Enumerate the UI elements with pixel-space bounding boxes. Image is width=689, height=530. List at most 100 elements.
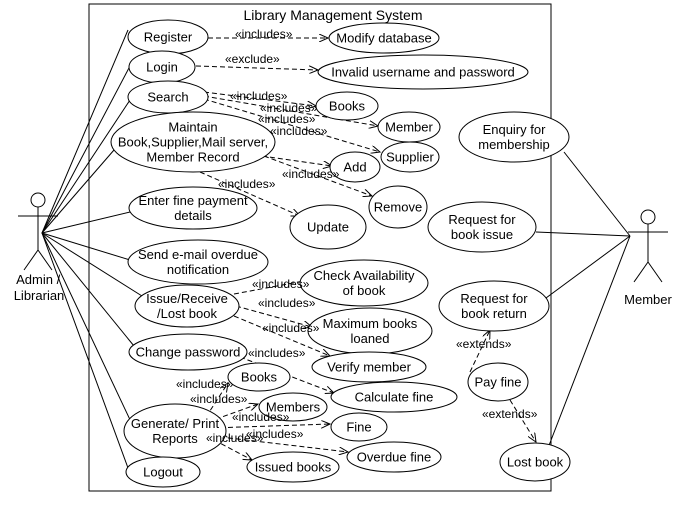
dependency-line [203, 95, 378, 126]
use-case-label: Generate/ Print [131, 416, 220, 431]
admin-actor-right-leg [37, 249, 53, 271]
use-case-label: Request for [460, 291, 528, 306]
use-case-label: Member [385, 120, 433, 135]
use-case-label: Add [343, 160, 366, 175]
use-case-label: Maintain [168, 120, 217, 135]
use-case-ellipse [128, 186, 258, 230]
relation-label-includes: «includes» [176, 377, 234, 391]
use-case-label: Logout [143, 465, 183, 480]
use-case-label: Verify member [327, 360, 411, 375]
use-case-label: loaned [350, 331, 389, 346]
relation-label-includes: «includes» [270, 124, 328, 138]
use-case-label: Member Record [146, 150, 239, 165]
use-case-ellipse [329, 151, 381, 183]
use-case-label: Send e-mail overdue [138, 247, 258, 262]
admin-actor-label: Admin / Librarian [14, 272, 65, 303]
use-case-label: of book [343, 283, 386, 298]
use-case-ellipse [110, 111, 276, 173]
use-case-overdue-fine: Overdue fine [346, 441, 442, 473]
use-case-books-report: Books [227, 362, 291, 392]
use-case-label: details [174, 208, 212, 223]
dependency-line [235, 305, 312, 327]
use-case-ellipse [134, 284, 240, 328]
use-case-ellipse [289, 204, 367, 250]
member-actor-head [640, 209, 656, 225]
admin-actor-label-line: Librarian [14, 288, 65, 303]
association-line [41, 99, 131, 234]
relation-label-extends: «extends» [456, 337, 512, 351]
relation-label-includes: «includes» [262, 321, 320, 335]
use-case-label: Books [241, 370, 278, 385]
use-case-label: Update [307, 220, 349, 235]
relation-label-includes: «includes» [246, 427, 304, 441]
use-case-label: Enquiry for [483, 122, 547, 137]
association-line [41, 232, 131, 261]
admin-actor [18, 192, 58, 271]
use-case-issue-receive: Issue/Receive/Lost book [134, 284, 240, 328]
admin-actor-head [30, 192, 46, 208]
use-case-ellipse [368, 185, 428, 229]
use-case-label: Book,Supplier,Mail server, [118, 135, 268, 150]
use-case-label: Fine [346, 420, 371, 435]
use-case-label: book issue [451, 227, 513, 242]
dependency-line [261, 155, 332, 166]
dependency-line [199, 171, 300, 216]
use-case-label: Enter fine payment [138, 193, 248, 208]
use-case-issued-books: Issued books [246, 451, 340, 483]
use-case-verify-member: Verify member [311, 351, 427, 383]
use-case-calculate-fine: Calculate fine [330, 381, 458, 413]
relation-label-includes: «includes» [235, 27, 293, 41]
dependency-line [205, 383, 228, 418]
relation-label-exclude: «exclude» [225, 52, 280, 66]
association-line [41, 29, 129, 234]
relation-label-includes: «includes» [190, 392, 248, 406]
use-case-ellipse [427, 201, 537, 253]
use-case-ellipse [299, 259, 429, 307]
use-case-ellipse [380, 141, 440, 173]
association-line [41, 65, 131, 234]
use-case-label: Check Availability [314, 268, 415, 283]
relation-label-includes: «includes» [248, 346, 306, 360]
use-case-label: /Lost book [157, 306, 217, 321]
relation-label-includes: «includes» [252, 277, 310, 291]
relation-label-extends: «extends» [482, 407, 538, 421]
use-case-logout: Logout [125, 456, 201, 488]
association-line [563, 151, 631, 237]
dependency-line [203, 98, 380, 152]
use-case-label: book return [461, 306, 527, 321]
use-case-ellipse [125, 456, 201, 488]
use-case-ellipse [330, 412, 388, 442]
use-case-members-report: Members [258, 392, 328, 422]
relation-label-includes: «includes» [230, 89, 288, 103]
use-case-label: Issued books [255, 460, 332, 475]
association-lines [41, 29, 631, 469]
use-case-label: Reports [152, 431, 198, 446]
use-case-register: Register [127, 19, 209, 55]
relation-label-includes: «includes» [260, 101, 318, 115]
use-case-label: Login [146, 60, 178, 75]
system-title: Library Management System [244, 7, 423, 23]
dependency-line [203, 91, 316, 106]
dependency-line [509, 399, 536, 442]
use-case-update: Update [289, 204, 367, 250]
association-line [547, 235, 631, 449]
dependency-line [211, 424, 330, 429]
dependency-line [233, 315, 330, 356]
use-case-label: Pay fine [475, 375, 522, 390]
use-case-books-search: Books [315, 91, 379, 121]
association-line [41, 211, 131, 234]
use-case-ellipse [346, 441, 442, 473]
use-case-ellipse [315, 91, 379, 121]
dependency-line [263, 155, 372, 196]
use-case-ellipse [128, 333, 248, 371]
relation-lines [195, 38, 536, 460]
use-case-change-password: Change password [128, 333, 248, 371]
use-case-label: Issue/Receive [146, 291, 228, 306]
member-actor-label: Member [624, 292, 672, 307]
use-case-label: Members [266, 400, 321, 415]
